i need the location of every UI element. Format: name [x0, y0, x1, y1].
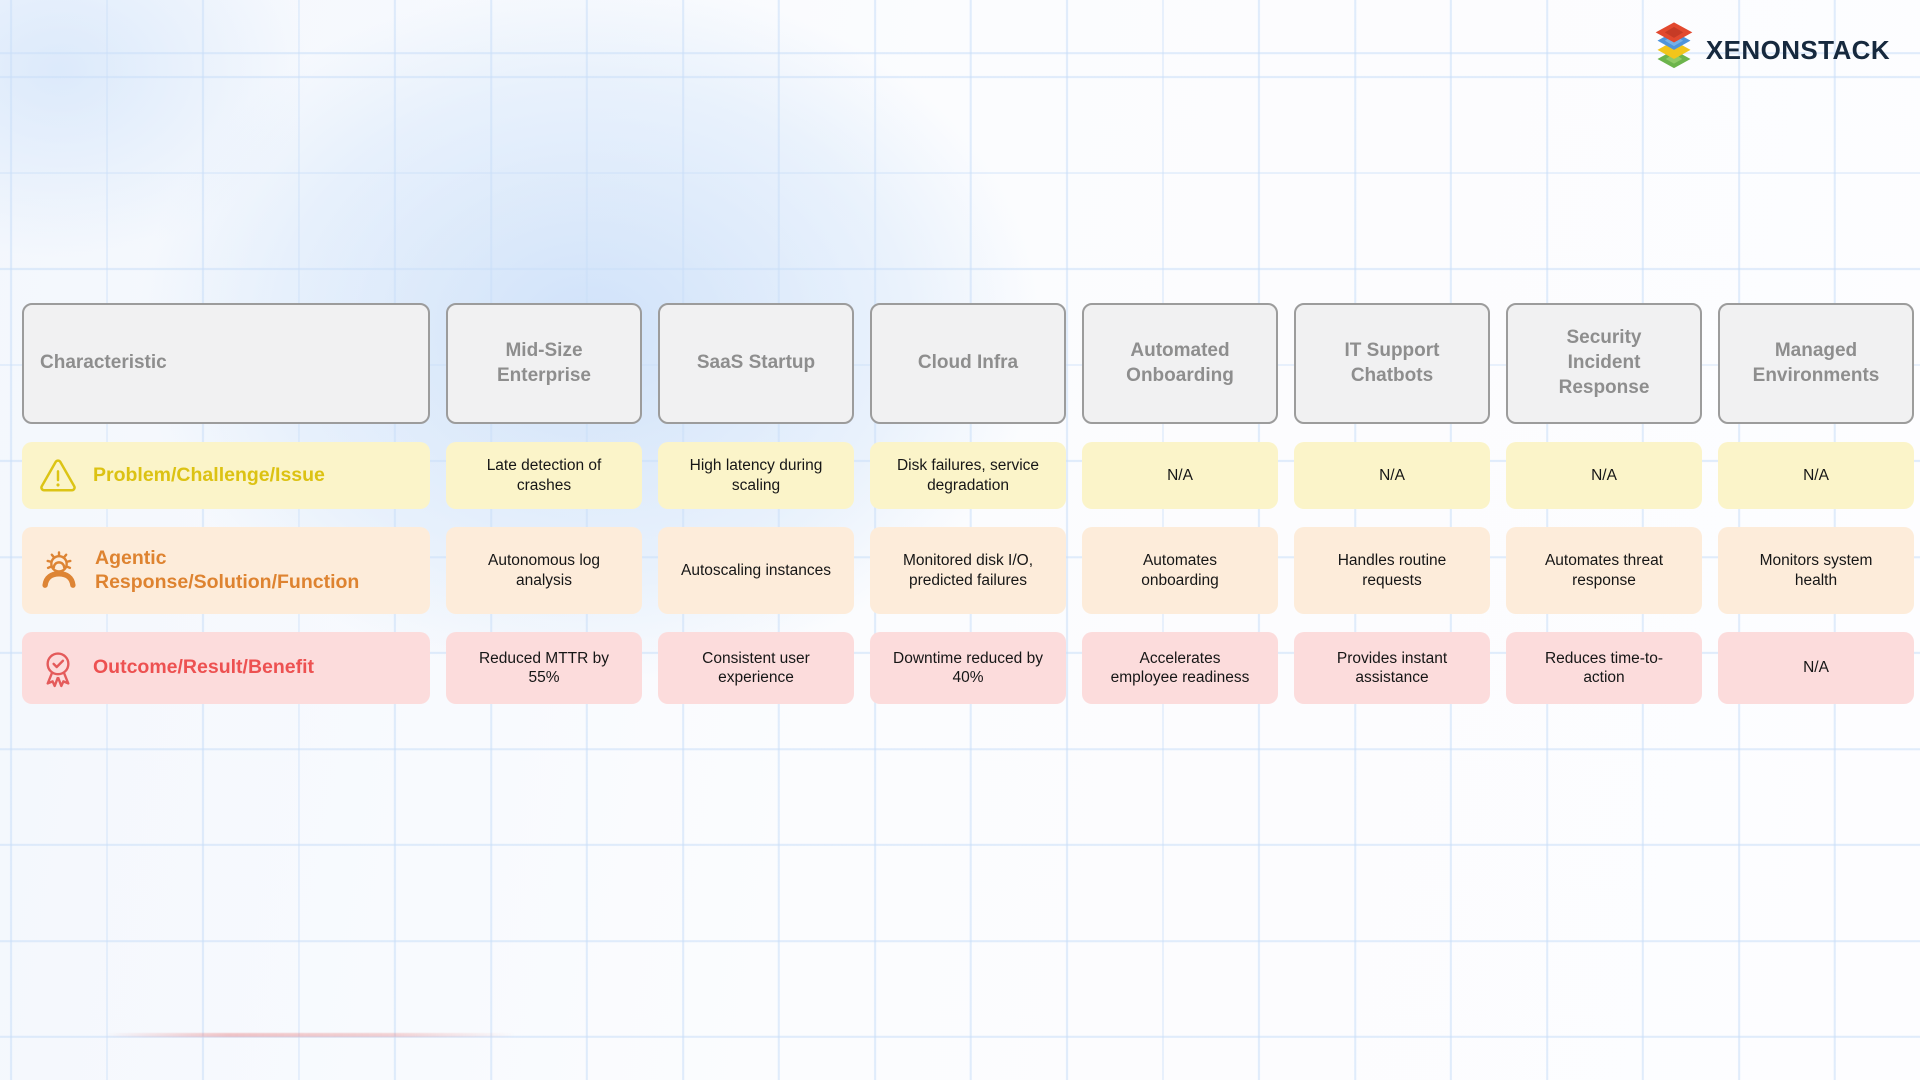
row-label-text: Outcome/Result/Benefit	[93, 656, 315, 679]
header-label: Cloud Infra	[917, 352, 1019, 374]
cell-agentic-saas: Autoscaling instances	[658, 527, 854, 614]
row-label-problem: Problem/Challenge/Issue	[22, 442, 430, 509]
cell-problem-chatbots: N/A	[1294, 442, 1490, 509]
cell-agentic-onboarding: Automates onboarding	[1082, 527, 1278, 614]
cell-agentic-security: Automates threat response	[1506, 527, 1702, 614]
header-label: IT Support Chatbots	[1344, 339, 1440, 386]
award-medal-icon	[36, 646, 80, 690]
header-cell-cloud-infra: Cloud Infra	[870, 303, 1066, 424]
xenonstack-stack-icon	[1652, 22, 1696, 79]
cell-outcome-saas: Consistent user experience	[658, 632, 854, 704]
agent-gear-icon	[36, 548, 82, 594]
cell-agentic-cloud: Monitored disk I/O, predicted failures	[870, 527, 1066, 614]
cell-outcome-chatbots: Provides instant assistance	[1294, 632, 1490, 704]
header-cell-characteristic: Characteristic	[22, 303, 430, 424]
cell-problem-security: N/A	[1506, 442, 1702, 509]
header-label: Characteristic	[40, 352, 167, 374]
row-label-text: Agentic Response/Solution/Function	[95, 546, 360, 593]
cell-outcome-managed: N/A	[1718, 632, 1914, 704]
header-cell-security-incident-response: Security Incident Response	[1506, 303, 1702, 424]
logo-text: XENONSTACK	[1705, 35, 1890, 65]
cell-outcome-cloud: Downtime reduced by 40%	[870, 632, 1066, 704]
header-label: Mid-Size Enterprise	[497, 339, 591, 386]
header-label: Automated Onboarding	[1126, 339, 1234, 386]
header-cell-automated-onboarding: Automated Onboarding	[1082, 303, 1278, 424]
header-cell-it-support-chatbots: IT Support Chatbots	[1294, 303, 1490, 424]
pink-line-artifact	[105, 1033, 515, 1037]
cell-problem-saas: High latency during scaling	[658, 442, 854, 509]
cell-outcome-security: Reduces time-to-action	[1506, 632, 1702, 704]
cell-problem-onboarding: N/A	[1082, 442, 1278, 509]
comparison-table: Characteristic Mid-Size Enterprise SaaS …	[22, 303, 1914, 704]
cell-outcome-mid-size: Reduced MTTR by 55%	[446, 632, 642, 704]
cell-agentic-mid-size: Autonomous log analysis	[446, 527, 642, 614]
cell-agentic-managed: Monitors system health	[1718, 527, 1914, 614]
header-cell-mid-size-enterprise: Mid-Size Enterprise	[446, 303, 642, 424]
row-label-agentic: Agentic Response/Solution/Function	[22, 527, 430, 614]
warning-triangle-icon	[36, 454, 80, 498]
header-cell-saas-startup: SaaS Startup	[658, 303, 854, 424]
row-label-outcome: Outcome/Result/Benefit	[22, 632, 430, 704]
cell-problem-managed: N/A	[1718, 442, 1914, 509]
header-label: SaaS Startup	[696, 352, 816, 374]
cell-outcome-onboarding: Accelerates employee readiness	[1082, 632, 1278, 704]
xenonstack-logo: XENONSTACK	[1652, 22, 1890, 79]
row-label-text: Problem/Challenge/Issue	[93, 463, 325, 486]
cell-problem-cloud: Disk failures, service degradation	[870, 442, 1066, 509]
header-label: Security Incident Response	[1558, 327, 1650, 398]
header-label: Managed Environments	[1752, 339, 1880, 386]
cell-agentic-chatbots: Handles routine requests	[1294, 527, 1490, 614]
cell-problem-mid-size: Late detection of crashes	[446, 442, 642, 509]
header-cell-managed-environments: Managed Environments	[1718, 303, 1914, 424]
